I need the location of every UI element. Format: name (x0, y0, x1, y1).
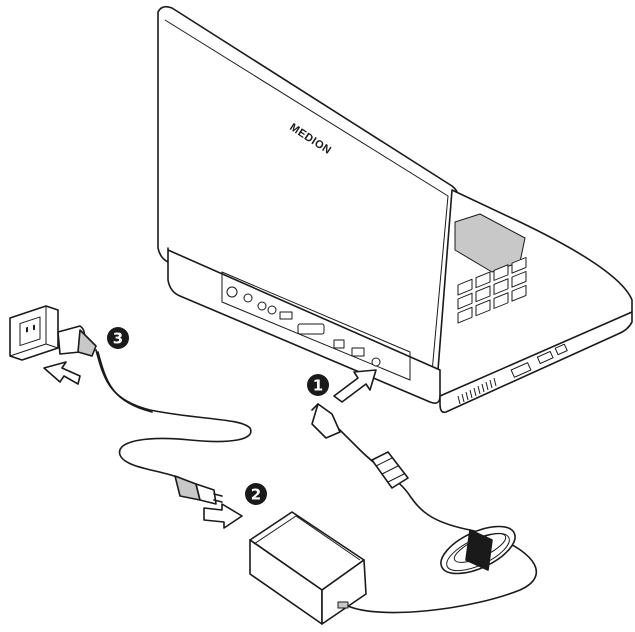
numbered-circle-icon (107, 327, 129, 349)
adapter-mains-socket (337, 601, 349, 609)
arrow-to-laptop (333, 369, 377, 403)
step-label: 1 (313, 377, 323, 395)
mains-plug (57, 325, 97, 357)
step-label: 3 (113, 330, 123, 348)
block-arrow-icon (203, 503, 243, 529)
step-label: 2 (251, 486, 261, 504)
step-marker-3: 3 (107, 327, 129, 349)
rear-ports (226, 286, 381, 367)
step-marker-2: 2 (245, 483, 267, 505)
arrow-to-adapter (203, 503, 243, 529)
numbered-circle-icon (245, 483, 267, 505)
step-marker-1: 1 (307, 374, 329, 396)
dc-plug (311, 403, 341, 439)
laptop-base-side (439, 311, 633, 414)
numbered-circle-icon (307, 374, 329, 396)
mains-cable (95, 349, 252, 479)
laptop: MEDION (157, 5, 633, 414)
block-arrow-icon (333, 369, 377, 403)
laptop-power-port (371, 357, 381, 367)
keyboard (457, 256, 527, 324)
ferrite-bead (371, 451, 409, 489)
side-vents (457, 343, 568, 405)
adapter-mains-connector (174, 475, 223, 505)
arrow-to-outlet (43, 361, 81, 385)
power-adapter (249, 511, 367, 625)
cable-bundle (440, 525, 516, 575)
block-arrow-icon (43, 361, 81, 385)
wall-outlet (9, 305, 59, 361)
